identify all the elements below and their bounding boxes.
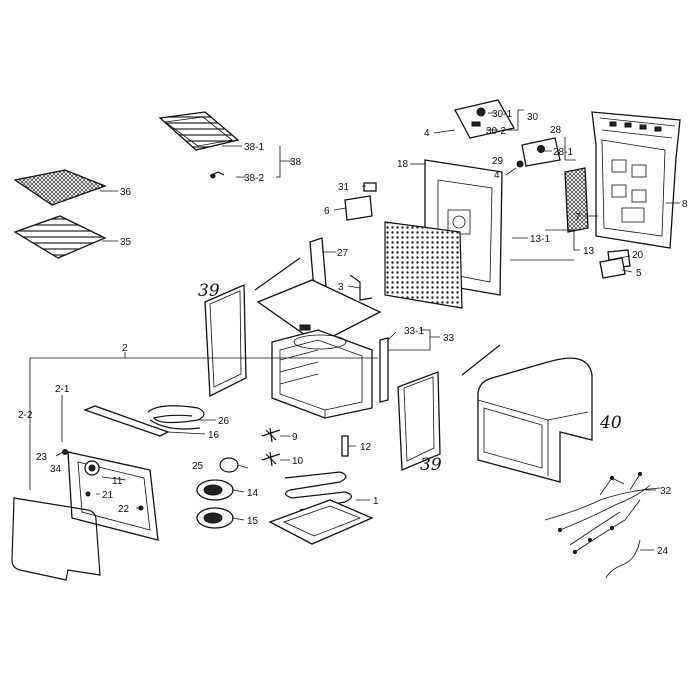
label-38: 38	[290, 157, 302, 168]
label-18: 18	[397, 159, 409, 170]
label-2-1: 2-1	[55, 384, 70, 395]
label-15: 15	[247, 516, 259, 527]
broil-element-26	[147, 405, 205, 430]
label-21: 21	[102, 490, 114, 501]
screw-21	[85, 491, 91, 497]
screw-29	[516, 160, 524, 168]
label-13-1: 13-1	[530, 234, 550, 245]
label-2-2: 2-2	[18, 410, 33, 421]
rack-clip-38-2	[209, 171, 225, 179]
igniter-9	[261, 427, 281, 443]
label-25: 25	[192, 461, 204, 472]
label-6: 6	[324, 206, 330, 217]
label-28-1: 28-1	[553, 147, 573, 158]
lamp-15	[196, 507, 234, 529]
oven-cavity	[271, 329, 373, 419]
label-29: 29	[492, 156, 504, 167]
label-35: 35	[120, 237, 132, 248]
cabinet-top	[256, 279, 382, 345]
gasket-ring-25	[219, 457, 239, 473]
label-38-1: 38-1	[244, 142, 264, 153]
label-20: 20	[632, 250, 644, 261]
label-38-2: 38-2	[244, 173, 264, 184]
label-3: 3	[338, 282, 344, 293]
insulation-13	[384, 221, 463, 309]
handwritten-39-right: 39	[420, 455, 442, 475]
door-knob-34	[84, 460, 100, 476]
bracket-3	[349, 274, 373, 301]
sensor-28	[521, 137, 561, 167]
label-10: 10	[292, 456, 304, 467]
bottom-tray	[268, 499, 374, 545]
element-bracket-16	[83, 405, 170, 437]
side-panel-left-39	[204, 284, 247, 398]
label-11: 11	[112, 476, 123, 487]
leader-lines	[29, 109, 680, 551]
label-23: 23	[36, 452, 48, 463]
bracket-5	[599, 257, 626, 279]
label-30: 30	[527, 112, 539, 123]
rail-left	[254, 257, 301, 291]
rail-right	[461, 344, 501, 376]
cabinet-wrap-40	[477, 357, 593, 483]
oven-rack-35	[13, 215, 107, 259]
label-30-1: 30-1	[492, 109, 512, 120]
label-9: 9	[292, 432, 298, 443]
bake-element-1	[284, 471, 353, 511]
oven-rack-36	[13, 169, 107, 206]
oven-rack-38	[158, 111, 240, 151]
handwritten-40: 40	[599, 413, 622, 433]
label-26: 26	[218, 416, 230, 427]
part-labels: 38-1 38 38-2 36 35 30-1 30 30-2 4 28 28-…	[18, 109, 688, 557]
label-4a: 4	[424, 128, 430, 139]
label-5: 5	[636, 268, 642, 279]
label-8: 8	[682, 199, 688, 210]
label-2: 2	[122, 343, 128, 354]
label-13: 13	[583, 246, 595, 257]
label-1: 1	[373, 496, 379, 507]
switch-assembly-30	[454, 99, 515, 139]
label-16: 16	[208, 430, 220, 441]
door-gasket-2-2	[11, 497, 101, 581]
label-34: 34	[50, 464, 62, 475]
label-32: 32	[660, 486, 672, 497]
probe-12	[341, 435, 349, 457]
label-36: 36	[120, 187, 132, 198]
side-strip-33	[379, 337, 389, 403]
filter-cover-7	[564, 167, 589, 233]
label-7: 7	[575, 212, 581, 223]
label-14: 14	[247, 488, 259, 499]
igniter-10	[261, 451, 281, 467]
label-24: 24	[657, 546, 669, 557]
screw-23	[62, 449, 68, 455]
bracket-6	[344, 195, 373, 221]
handwritten-39-left: 39	[198, 281, 220, 301]
clip-31	[363, 182, 377, 192]
label-22: 22	[118, 504, 130, 515]
label-31: 31	[338, 182, 350, 193]
rear-panel-8	[591, 111, 681, 249]
label-27: 27	[337, 248, 349, 259]
label-12: 12	[360, 442, 372, 453]
label-33-1: 33-1	[404, 326, 424, 337]
label-30-2: 30-2	[486, 126, 506, 137]
side-panel-right-39	[397, 371, 441, 471]
label-33: 33	[443, 333, 455, 344]
wire-24	[605, 539, 641, 579]
wire-harness-32	[544, 471, 661, 555]
lamp-14	[196, 479, 234, 501]
label-4b: 4	[494, 170, 500, 181]
label-28: 28	[550, 125, 562, 136]
